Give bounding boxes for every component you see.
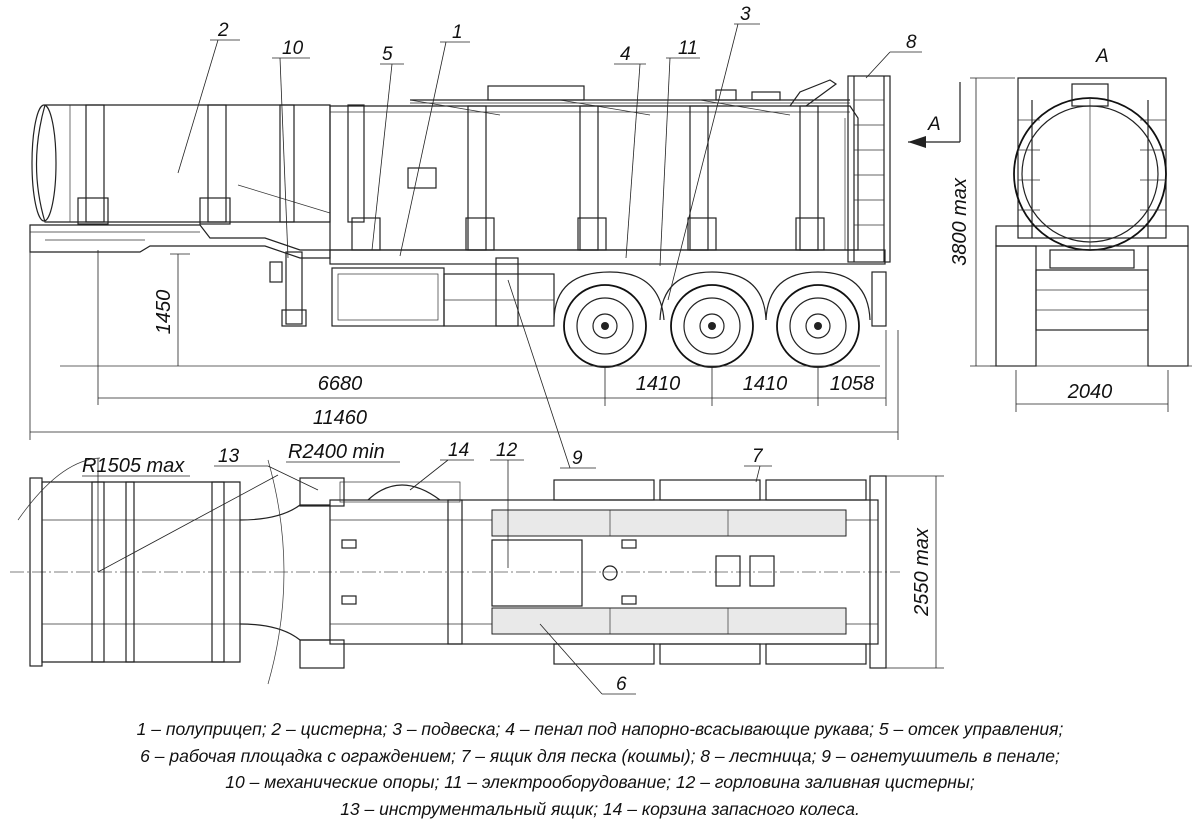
- callout-7: 7: [752, 446, 764, 467]
- callout-A-arrow: A: [927, 114, 941, 135]
- dim-r1505: R1505 max: [82, 455, 185, 477]
- callout-10: 10: [282, 38, 304, 59]
- plan-callouts: 13 14 12 7 6: [214, 440, 772, 695]
- callout-A-view: A: [1095, 46, 1109, 67]
- callout-12: 12: [496, 440, 518, 461]
- callout-8: 8: [906, 32, 917, 53]
- callout-14: 14: [448, 440, 469, 461]
- dim-3800: 3800 max: [949, 177, 971, 266]
- callout-3: 3: [740, 4, 751, 25]
- dim-r2400: R2400 min: [288, 441, 385, 463]
- rear-dimensions: 3800 max 2040: [949, 77, 1169, 412]
- callout-1: 1: [452, 22, 463, 43]
- legend: 1 – полуприцеп; 2 – цистерна; 3 – подвес…: [20, 716, 1180, 822]
- dim-1410-b: 1410: [743, 373, 788, 395]
- dim-1450: 1450: [153, 290, 175, 335]
- callout-9: 9: [572, 448, 583, 469]
- dim-1410-a: 1410: [636, 373, 681, 395]
- dim-2550: 2550 max: [911, 527, 933, 617]
- legend-line-1: 1 – полуприцеп; 2 – цистерна; 3 – подвес…: [136, 719, 1064, 739]
- rear-view: A: [990, 46, 1192, 367]
- side-callouts: 2 10 5 1 4 11 3 8 9: [177, 4, 922, 469]
- side-dimensions: 1450 6680 1410 1410 1058 11460: [29, 250, 899, 440]
- callout-6: 6: [616, 674, 627, 695]
- dim-1058: 1058: [830, 373, 875, 395]
- technical-drawing: 1450 6680 1410 1410 1058 11460 2 10 5 1 …: [10, 4, 1192, 695]
- legend-line-4: 13 – инструментальный ящик; 14 – корзина…: [340, 798, 860, 819]
- callout-11: 11: [678, 38, 698, 59]
- plan-view: [10, 457, 900, 685]
- callout-5: 5: [382, 44, 393, 65]
- callout-13: 13: [218, 446, 240, 467]
- side-wheels: [563, 284, 860, 368]
- callout-4: 4: [620, 44, 631, 65]
- callout-2: 2: [217, 20, 229, 41]
- plan-dimensions: R1505 max R2400 min 2550 max: [82, 441, 944, 669]
- dim-2040: 2040: [1067, 381, 1113, 403]
- legend-line-2: 6 – рабочая площадка с ограждением; 7 – …: [140, 745, 1060, 766]
- dim-11460: 11460: [313, 407, 367, 429]
- side-view: [29, 75, 891, 368]
- section-arrow: A: [908, 82, 961, 148]
- dim-6680: 6680: [318, 373, 363, 395]
- legend-line-3: 10 – механические опоры; 11 – электрообо…: [225, 772, 975, 792]
